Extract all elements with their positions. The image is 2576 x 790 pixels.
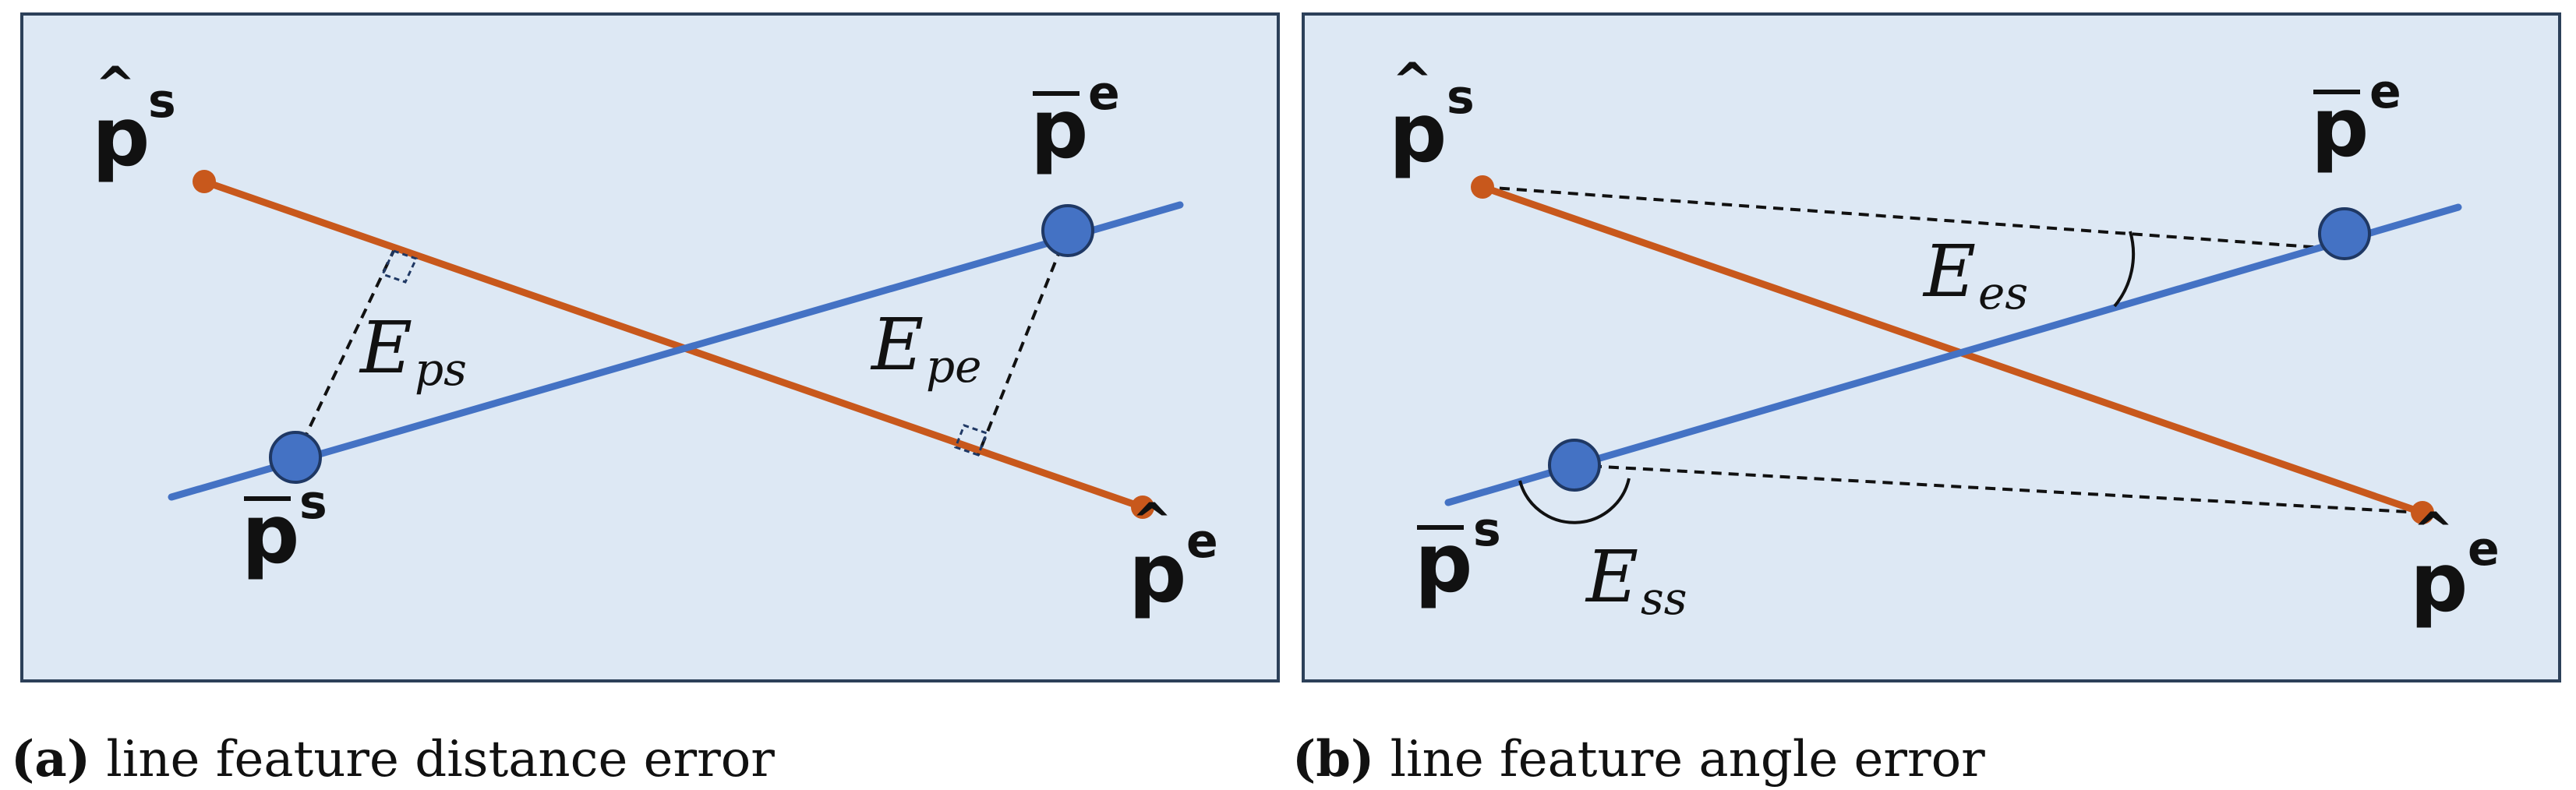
label-sub: ps [415, 343, 467, 396]
label-base: E [359, 306, 412, 390]
panel-b-angle-ss-arc [1518, 478, 1631, 524]
panel-b-p-hat-e-point [2411, 501, 2434, 524]
panel-b-estimated-line [1479, 183, 2426, 517]
label-base: E [1922, 230, 1976, 313]
panel-a-label-p-bar-s: p s [242, 475, 327, 582]
caption-text: line feature angle error [1374, 731, 1985, 788]
panel-a-distance-ps [294, 250, 395, 458]
panel-b-p-bar-e-point [2318, 207, 2371, 260]
label-sub: pe [926, 340, 981, 393]
panel-a-label-e-pe: E pe [870, 303, 981, 393]
panel-b-dashed-start-to-end [1482, 185, 2345, 251]
panel-b-p-hat-s-point [1471, 175, 1494, 199]
label-base: p [242, 487, 299, 582]
label-sup: e [2369, 65, 2401, 119]
label-base: p [2311, 80, 2369, 175]
label-base: p [1389, 86, 1447, 181]
label-sup: s [1447, 70, 1475, 125]
label-base: E [870, 303, 924, 386]
label-sub: es [1978, 266, 2028, 319]
panel-a-right-angle-pe [954, 424, 988, 457]
panel-a-right-angle-ps [380, 249, 419, 284]
panel-a-estimated-line [200, 178, 1147, 511]
panel-b-label-e-ss: E ss [1585, 535, 1687, 625]
caption-tag: (b) [1292, 730, 1374, 788]
label-sup: e [1186, 514, 1218, 569]
panel-b-label-e-es: E es [1922, 230, 2028, 319]
label-sup: s [148, 74, 176, 129]
hat-accent: ^ [1132, 492, 1172, 549]
caption-text: line feature distance error [90, 731, 775, 788]
label-base: E [1585, 535, 1638, 619]
panel-a-observed-line [168, 201, 1184, 501]
label-sup: s [299, 475, 327, 530]
label-base: p [1030, 82, 1088, 177]
panel-b-background [1302, 12, 2561, 682]
label-base: p [1129, 526, 1186, 621]
panel-a-label-p-hat-s: ^ p s [92, 56, 176, 185]
panel-a-background [20, 12, 1280, 682]
panel-a-p-hat-s-point [193, 170, 216, 193]
hat-accent: ^ [1392, 52, 1433, 109]
panel-a: ^ p s p e p s ^ p e E ps E pe [11, 12, 1280, 788]
panel-b-label-p-hat-s: ^ p s [1389, 52, 1475, 181]
panel-b-caption: (b) line feature angle error [1292, 730, 1985, 788]
panel-b-observed-line [1444, 203, 2462, 506]
label-sup: s [1473, 503, 1501, 557]
label-base: p [2410, 535, 2468, 630]
label-sup: e [2468, 522, 2500, 577]
panel-a-caption: (a) line feature distance error [11, 730, 775, 788]
caption-tag: (a) [11, 730, 90, 788]
panel-b-label-p-bar-e: p e [2311, 65, 2401, 175]
panel-b-angle-es-arc [2113, 231, 2136, 308]
hat-accent: ^ [95, 56, 136, 113]
label-sup: e [1088, 66, 1120, 121]
panel-b-dashed-start-bottom [1574, 464, 2423, 514]
panel-b-label-p-bar-s: p s [1415, 503, 1501, 611]
hat-accent: ^ [2413, 502, 2454, 559]
panel-a-p-bar-s-point [269, 431, 322, 484]
label-sub: ss [1641, 572, 1687, 625]
panel-a-distance-pe [977, 230, 1069, 456]
panel-b-p-bar-s-point [1548, 439, 1601, 492]
panel-a-label-p-bar-e: p e [1030, 66, 1120, 177]
panel-a-label-e-ps: E ps [359, 306, 467, 396]
label-base: p [1415, 516, 1472, 611]
panel-a-p-hat-e-point [1131, 496, 1154, 519]
label-base: p [92, 90, 150, 185]
panel-b: ^ p s p e p s ^ p e E es E ss [1292, 12, 2561, 788]
panel-b-label-p-hat-e: ^ p e [2410, 502, 2500, 630]
panel-a-p-bar-e-point [1041, 204, 1094, 257]
panel-a-label-p-hat-e: ^ p e [1129, 492, 1218, 621]
